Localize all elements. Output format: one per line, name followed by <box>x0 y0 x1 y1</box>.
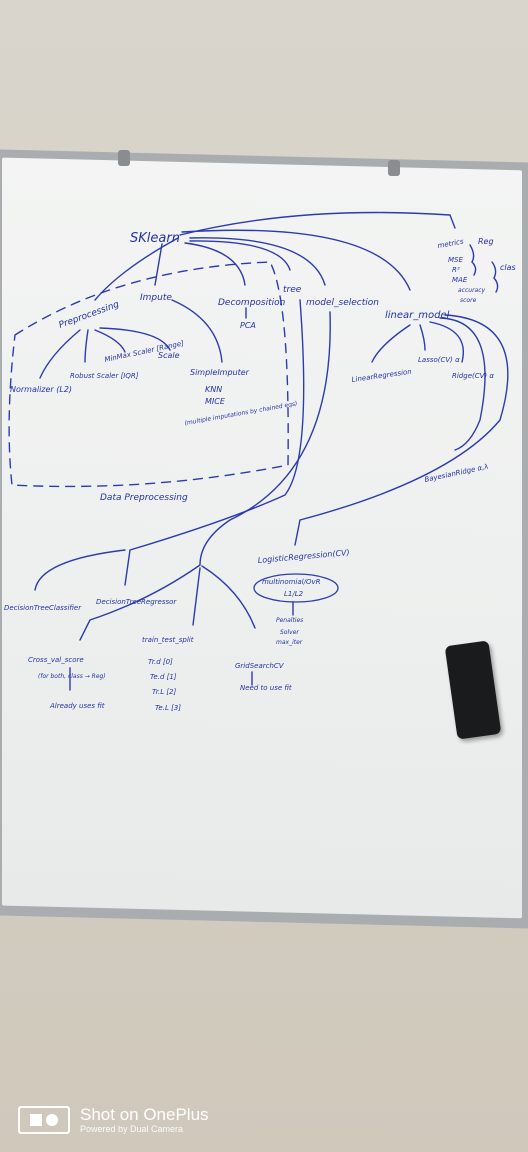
connector-metrics <box>179 211 456 236</box>
label-metrics: metrics <box>437 237 465 249</box>
connector-bayesian <box>439 317 486 451</box>
label-pca: PCA <box>240 321 256 330</box>
label-chained-eqs: (multiple imputations by chained eqs) <box>184 400 298 427</box>
label-impute: Impute <box>140 293 172 303</box>
label-mae: MAE <box>452 276 468 284</box>
label-mice: MICE <box>205 397 226 406</box>
label-penalties: Penalties <box>276 617 303 624</box>
label-ridge: Ridge(CV) α <box>452 372 494 380</box>
label-already-fit: Already uses fit <box>49 702 105 710</box>
label-logistic: LogisticRegression(CV) <box>257 548 350 565</box>
label-linearregression: LinearRegression <box>351 368 412 384</box>
label-linear-model: linear_model <box>385 310 450 321</box>
connector-tree-down <box>124 299 305 586</box>
watermark-title: Shot on OnePlus <box>80 1104 209 1124</box>
label-knn: KNN <box>205 385 222 394</box>
label-clas: clas <box>500 263 516 272</box>
connector-dtc <box>34 549 126 591</box>
connector-ms-down <box>199 311 331 566</box>
label-dtr: DecisionTreeRegressor <box>96 598 177 606</box>
connector-scale <box>99 327 171 351</box>
label-reg: Reg <box>478 237 494 246</box>
connector-crossval <box>79 564 201 641</box>
camera-lens-square <box>30 1114 42 1126</box>
label-data-preprocessing: Data Preprocessing <box>100 493 188 503</box>
label-tree: tree <box>283 285 302 295</box>
label-split-2: Tr.L [2] <box>152 688 177 696</box>
label-dtc: DecisionTreeClassifier <box>4 604 82 612</box>
connector-linreg <box>371 324 411 363</box>
label-multinomial: multinomial/OvR <box>262 578 321 586</box>
logistic-options-ellipse <box>253 573 339 603</box>
label-train-test-split: train_test_split <box>142 636 194 644</box>
label-maxiter: max_iter <box>276 639 303 646</box>
whiteboard-clip-right <box>388 160 400 176</box>
connector-decomposition <box>184 242 246 286</box>
camera-watermark: Shot on OnePlus Powered by Dual Camera <box>18 1104 209 1136</box>
label-split-3: Te.L [3] <box>155 704 181 712</box>
connector-ridge <box>429 321 464 363</box>
label-scale: Scale <box>158 351 180 360</box>
data-preprocessing-boundary <box>8 261 289 488</box>
metrics-brace-2 <box>491 261 499 293</box>
metrics-brace <box>469 244 477 276</box>
label-mse: MSE <box>448 256 463 264</box>
camera-lens-dot <box>46 1114 58 1126</box>
watermark-subtitle: Powered by Dual Camera <box>80 1123 184 1134</box>
label-split-0: Tr.d [0] <box>148 658 173 666</box>
label-crossval-note: (for both, class → Reg) <box>38 673 106 680</box>
connector-robust <box>84 329 89 363</box>
label-gridsearch: GridSearchCV <box>235 662 285 670</box>
connector-model-selection <box>189 237 326 286</box>
label-score: score <box>460 297 477 304</box>
label-bayesianridge: BayesianRidge α,λ <box>424 463 489 484</box>
label-solver: Solver <box>280 629 299 636</box>
whiteboard-clip-left <box>118 150 130 166</box>
label-model-selection: model_selection <box>306 298 379 308</box>
label-preprocessing: Preprocessing <box>58 300 121 331</box>
label-accuracy: accuracy <box>458 287 486 294</box>
connector-normalizer <box>39 329 81 379</box>
label-lasso: Lasso(CV) α <box>418 356 460 364</box>
connector-linear <box>181 229 411 291</box>
label-sklearn: SKlearn <box>130 231 180 246</box>
label-decomposition: Decomposition <box>218 298 286 308</box>
connector-impute <box>154 243 163 286</box>
watermark-text: Shot on OnePlus Powered by Dual Camera <box>80 1104 209 1135</box>
connector-simpleimputer <box>171 299 223 363</box>
label-normalizer: Normalizer (L2) <box>10 385 72 394</box>
label-robust: Robust Scaler [IQR] <box>70 372 139 380</box>
connector-tree <box>189 240 291 271</box>
connector-minmax <box>94 329 126 353</box>
connector-tts <box>192 567 201 626</box>
label-crossval: Cross_val_score <box>28 656 84 664</box>
label-r2: R² <box>452 266 460 274</box>
connector-logistic <box>294 314 509 546</box>
camera-dual-icon <box>18 1106 70 1134</box>
label-need-fit: Need to use fit <box>240 684 292 692</box>
label-split-1: Te.d [1] <box>150 673 177 681</box>
label-simpleimputer: SimpleImputer <box>190 368 250 377</box>
connector-preprocessing <box>94 237 179 301</box>
connector-grid <box>201 565 256 629</box>
label-l1l2: L1/L2 <box>284 590 304 598</box>
connector-lasso <box>419 324 426 351</box>
